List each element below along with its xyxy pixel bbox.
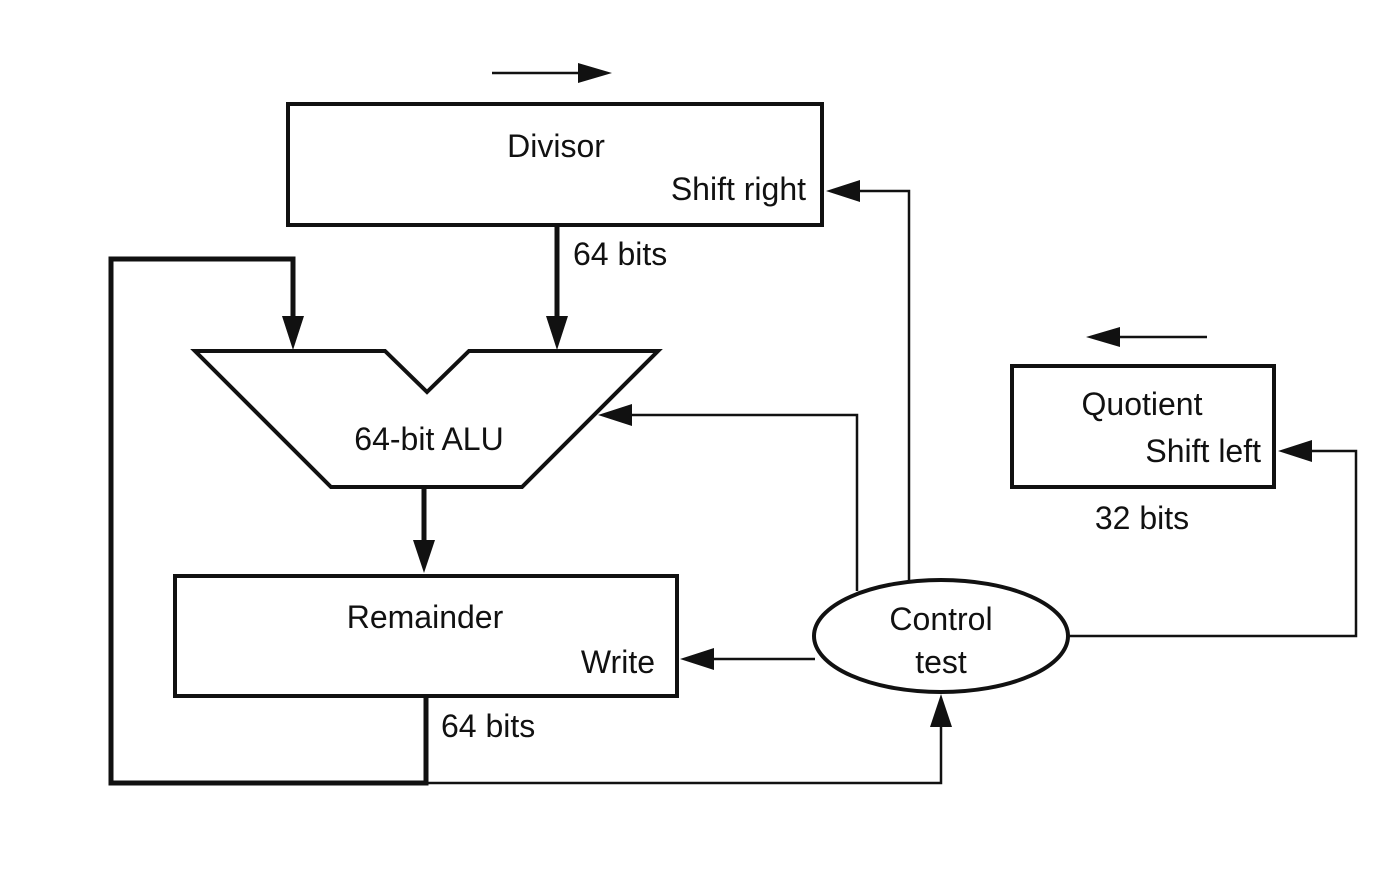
divisor-shift-right-label: Shift right xyxy=(671,171,806,207)
remainder-to-control-line xyxy=(426,694,952,785)
remainder-bus-width-label: 64 bits xyxy=(441,708,535,744)
control-to-alu-line xyxy=(598,404,859,591)
control-label-line2: test xyxy=(915,644,967,680)
control-to-remainder-line xyxy=(680,648,815,670)
control-to-quotient-line xyxy=(1068,440,1358,638)
remainder-feedback-bus xyxy=(108,256,429,786)
quotient-register xyxy=(1010,364,1276,489)
remainder-register xyxy=(173,574,679,698)
quotient-shift-direction-arrow xyxy=(1086,327,1207,347)
remainder-label: Remainder xyxy=(347,599,504,635)
quotient-width-label: 32 bits xyxy=(1095,500,1189,536)
divisor-shift-direction-arrow xyxy=(492,63,612,83)
alu-to-remainder-bus xyxy=(413,487,435,573)
alu-shape xyxy=(190,349,663,489)
remainder-write-label: Write xyxy=(581,644,655,680)
control-to-divisor-line xyxy=(826,180,911,580)
control-label-line1: Control xyxy=(889,601,992,637)
quotient-shift-left-label: Shift left xyxy=(1145,433,1261,469)
alu-label: 64-bit ALU xyxy=(354,421,503,457)
divisor-label: Divisor xyxy=(507,128,605,164)
quotient-label: Quotient xyxy=(1082,386,1203,422)
divisor-bus-width-label: 64 bits xyxy=(573,236,667,272)
divisor-to-alu-bus xyxy=(546,225,568,350)
